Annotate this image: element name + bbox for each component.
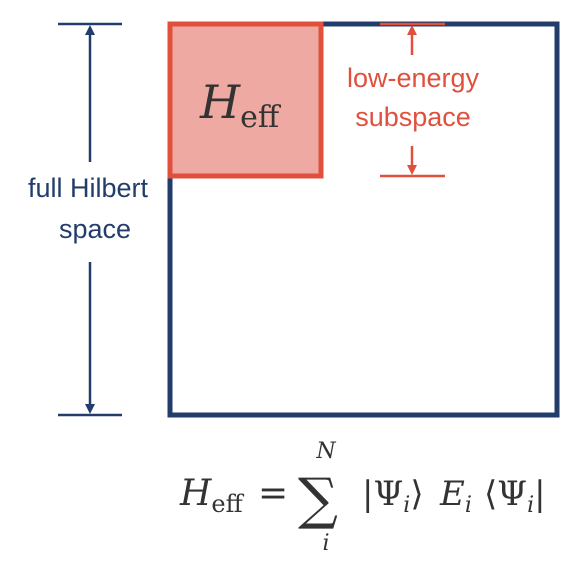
eq-ket-sub: i: [403, 493, 410, 518]
eq-bra-sub: i: [527, 493, 534, 518]
svg-text:⟨Ψi|: ⟨Ψi|: [484, 474, 546, 518]
subspace-dimension-marker: [380, 22, 445, 178]
eq-sum-symbol: ∑: [298, 467, 338, 532]
eq-sum-lower: i: [322, 531, 329, 556]
eq-energy-sub: i: [465, 493, 472, 518]
full-space-label-line2: space: [59, 214, 131, 244]
low-energy-subspace-box: [167, 21, 324, 179]
full-space-label-line1: full Hilbert: [28, 173, 149, 203]
effective-hamiltonian-equation: Heff = ∑ N i |Ψi⟩ Ei ⟨Ψi|: [179, 439, 546, 556]
eq-ket-close: ⟩: [410, 474, 423, 514]
svg-text:|Ψi⟩: |Ψi⟩: [362, 474, 424, 518]
eq-lhs-symbol: H: [179, 473, 212, 514]
heff-box-label: Heff: [199, 75, 282, 135]
eq-lhs-subscript: eff: [211, 490, 244, 518]
subspace-label-line1: low-energy: [347, 63, 480, 93]
subspace-label-line2: subspace: [355, 102, 471, 132]
svg-text:Ei: Ei: [439, 474, 472, 518]
eq-bra-close: |: [534, 474, 545, 514]
full-space-dimension-marker: [58, 22, 122, 417]
full-hilbert-space-box: [167, 21, 560, 418]
eq-energy: E: [439, 474, 465, 514]
eq-equals: =: [258, 473, 288, 514]
eq-bra-open: ⟨Ψ: [484, 474, 527, 514]
eq-ket: |Ψ: [362, 474, 403, 514]
svg-text:Heff: Heff: [179, 473, 245, 518]
eq-sum-upper: N: [315, 439, 336, 464]
